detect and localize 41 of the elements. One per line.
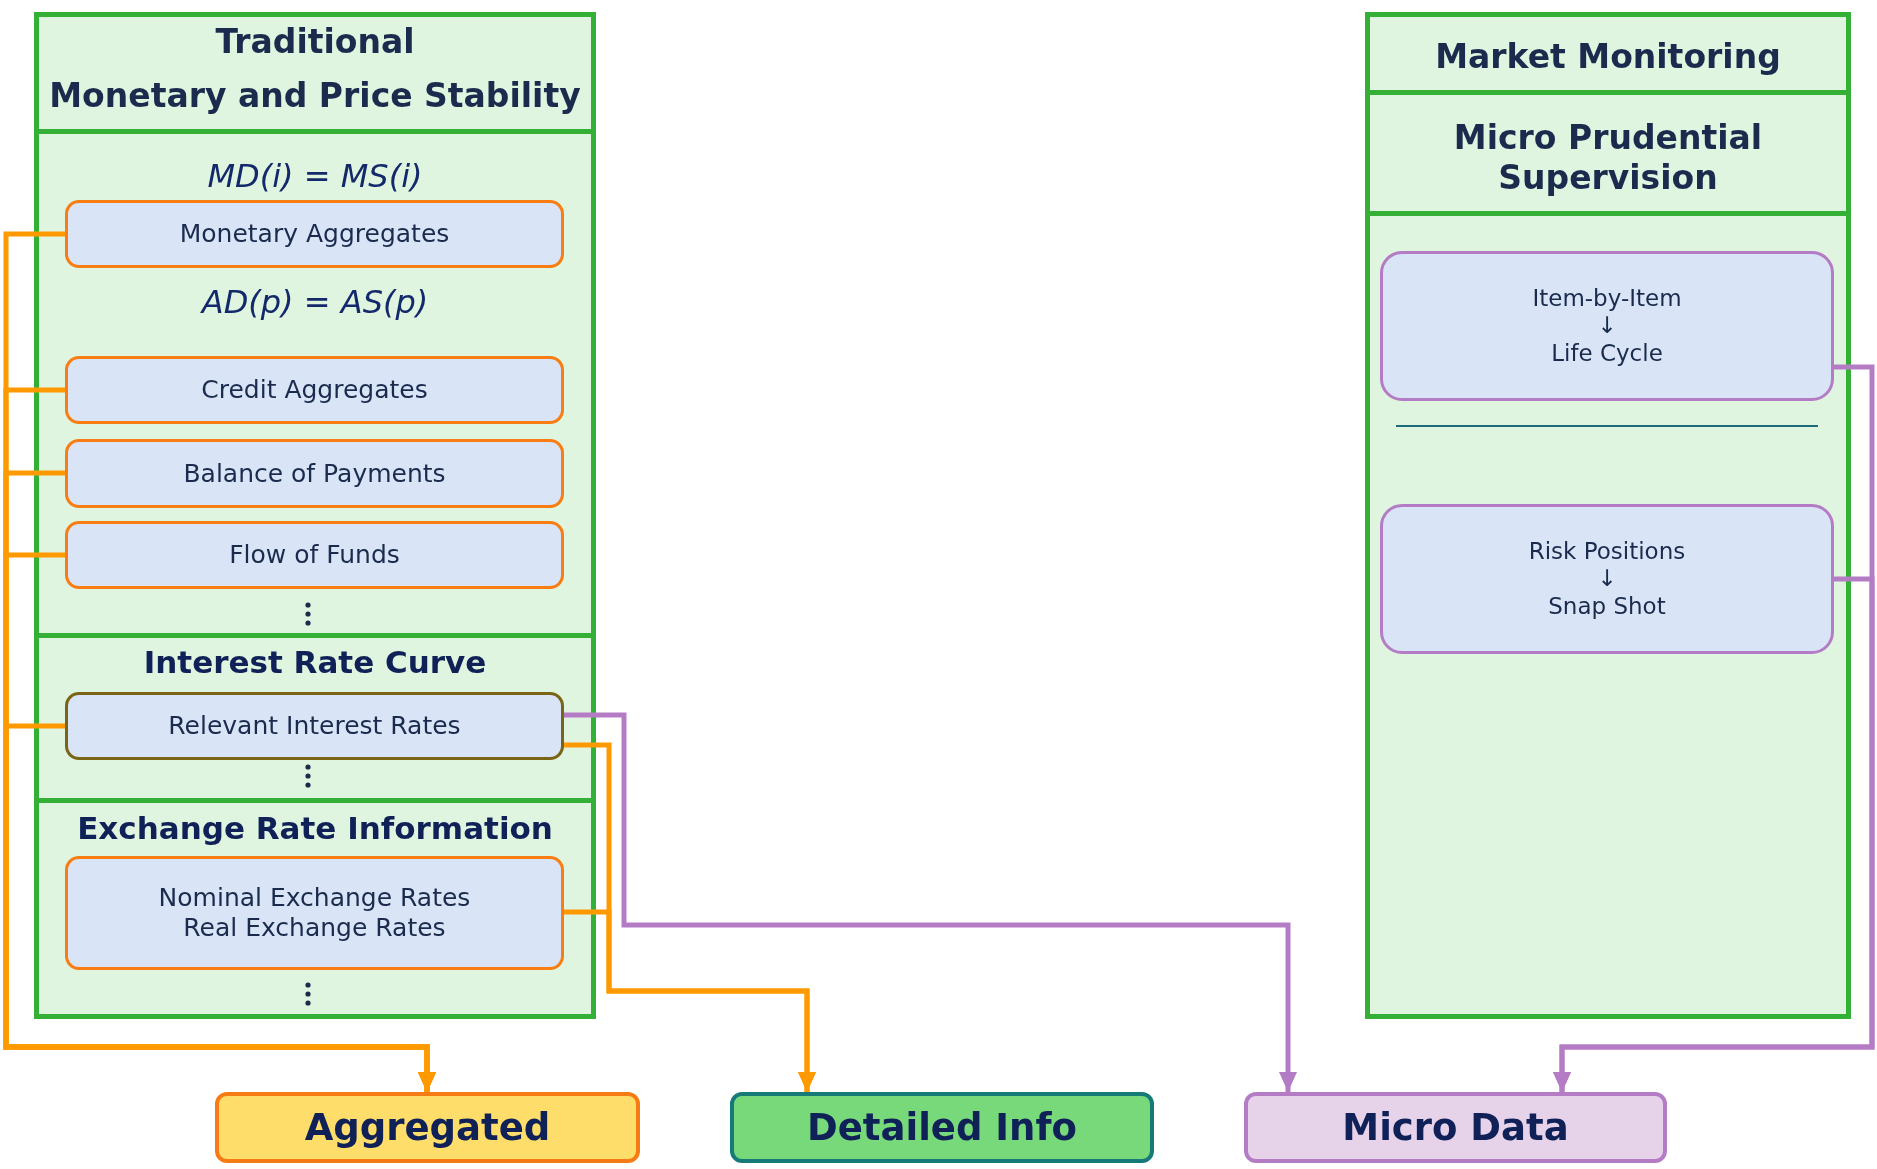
section-heading: Micro Prudential Supervision [1452,118,1764,198]
data-box [65,356,564,424]
output-label: Detailed Info [807,1106,1077,1149]
data-box [65,856,564,970]
data-box [65,200,564,268]
formula-text: MD(i) = MS(i) [206,157,424,195]
item-label: Item-by-Item [1532,284,1682,313]
output-box [730,1092,1154,1163]
section-heading: Monetary and Price Stability [48,76,582,116]
output-label: Micro Data [1342,1106,1569,1149]
data-box [65,521,564,589]
section-heading: Market Monitoring [1434,37,1782,77]
formula-text: AD(p) = AS(p) [199,283,430,321]
item-label: Balance of Payments [183,458,446,489]
section-heading: Traditional [214,22,416,62]
item-label: Flow of Funds [229,540,400,570]
item-label: Snap Shot [1548,592,1666,621]
section-heading: Interest Rate Curve [142,644,488,680]
connector-arrow [3,723,436,1092]
data-box [65,692,564,760]
data-box [65,439,564,508]
arrow-symbol: ↓ [1597,565,1617,593]
output-box [1244,1092,1667,1163]
connector-arrow [1553,576,1875,1092]
data-box [1380,251,1834,401]
item-label: Risk Positions [1528,537,1686,566]
output-label: Aggregated [304,1106,551,1149]
output-box [215,1092,640,1163]
panel-frame [1365,12,1851,1019]
data-box [1380,504,1834,654]
item-label: Relevant Interest Rates [168,711,461,741]
panel-frame [34,12,596,1019]
connector-arrow [564,712,1297,1092]
item-label: Nominal Exchange Rates [158,883,471,913]
item-label: Life Cycle [1551,339,1663,368]
item-label: Credit Aggregates [201,375,428,405]
item-label: Monetary Aggregates [179,219,450,249]
section-heading: Exchange Rate Information [76,810,554,846]
item-label: Real Exchange Rates [183,913,446,943]
arrow-symbol: ↓ [1597,312,1617,340]
connector-arrow [564,909,816,1092]
